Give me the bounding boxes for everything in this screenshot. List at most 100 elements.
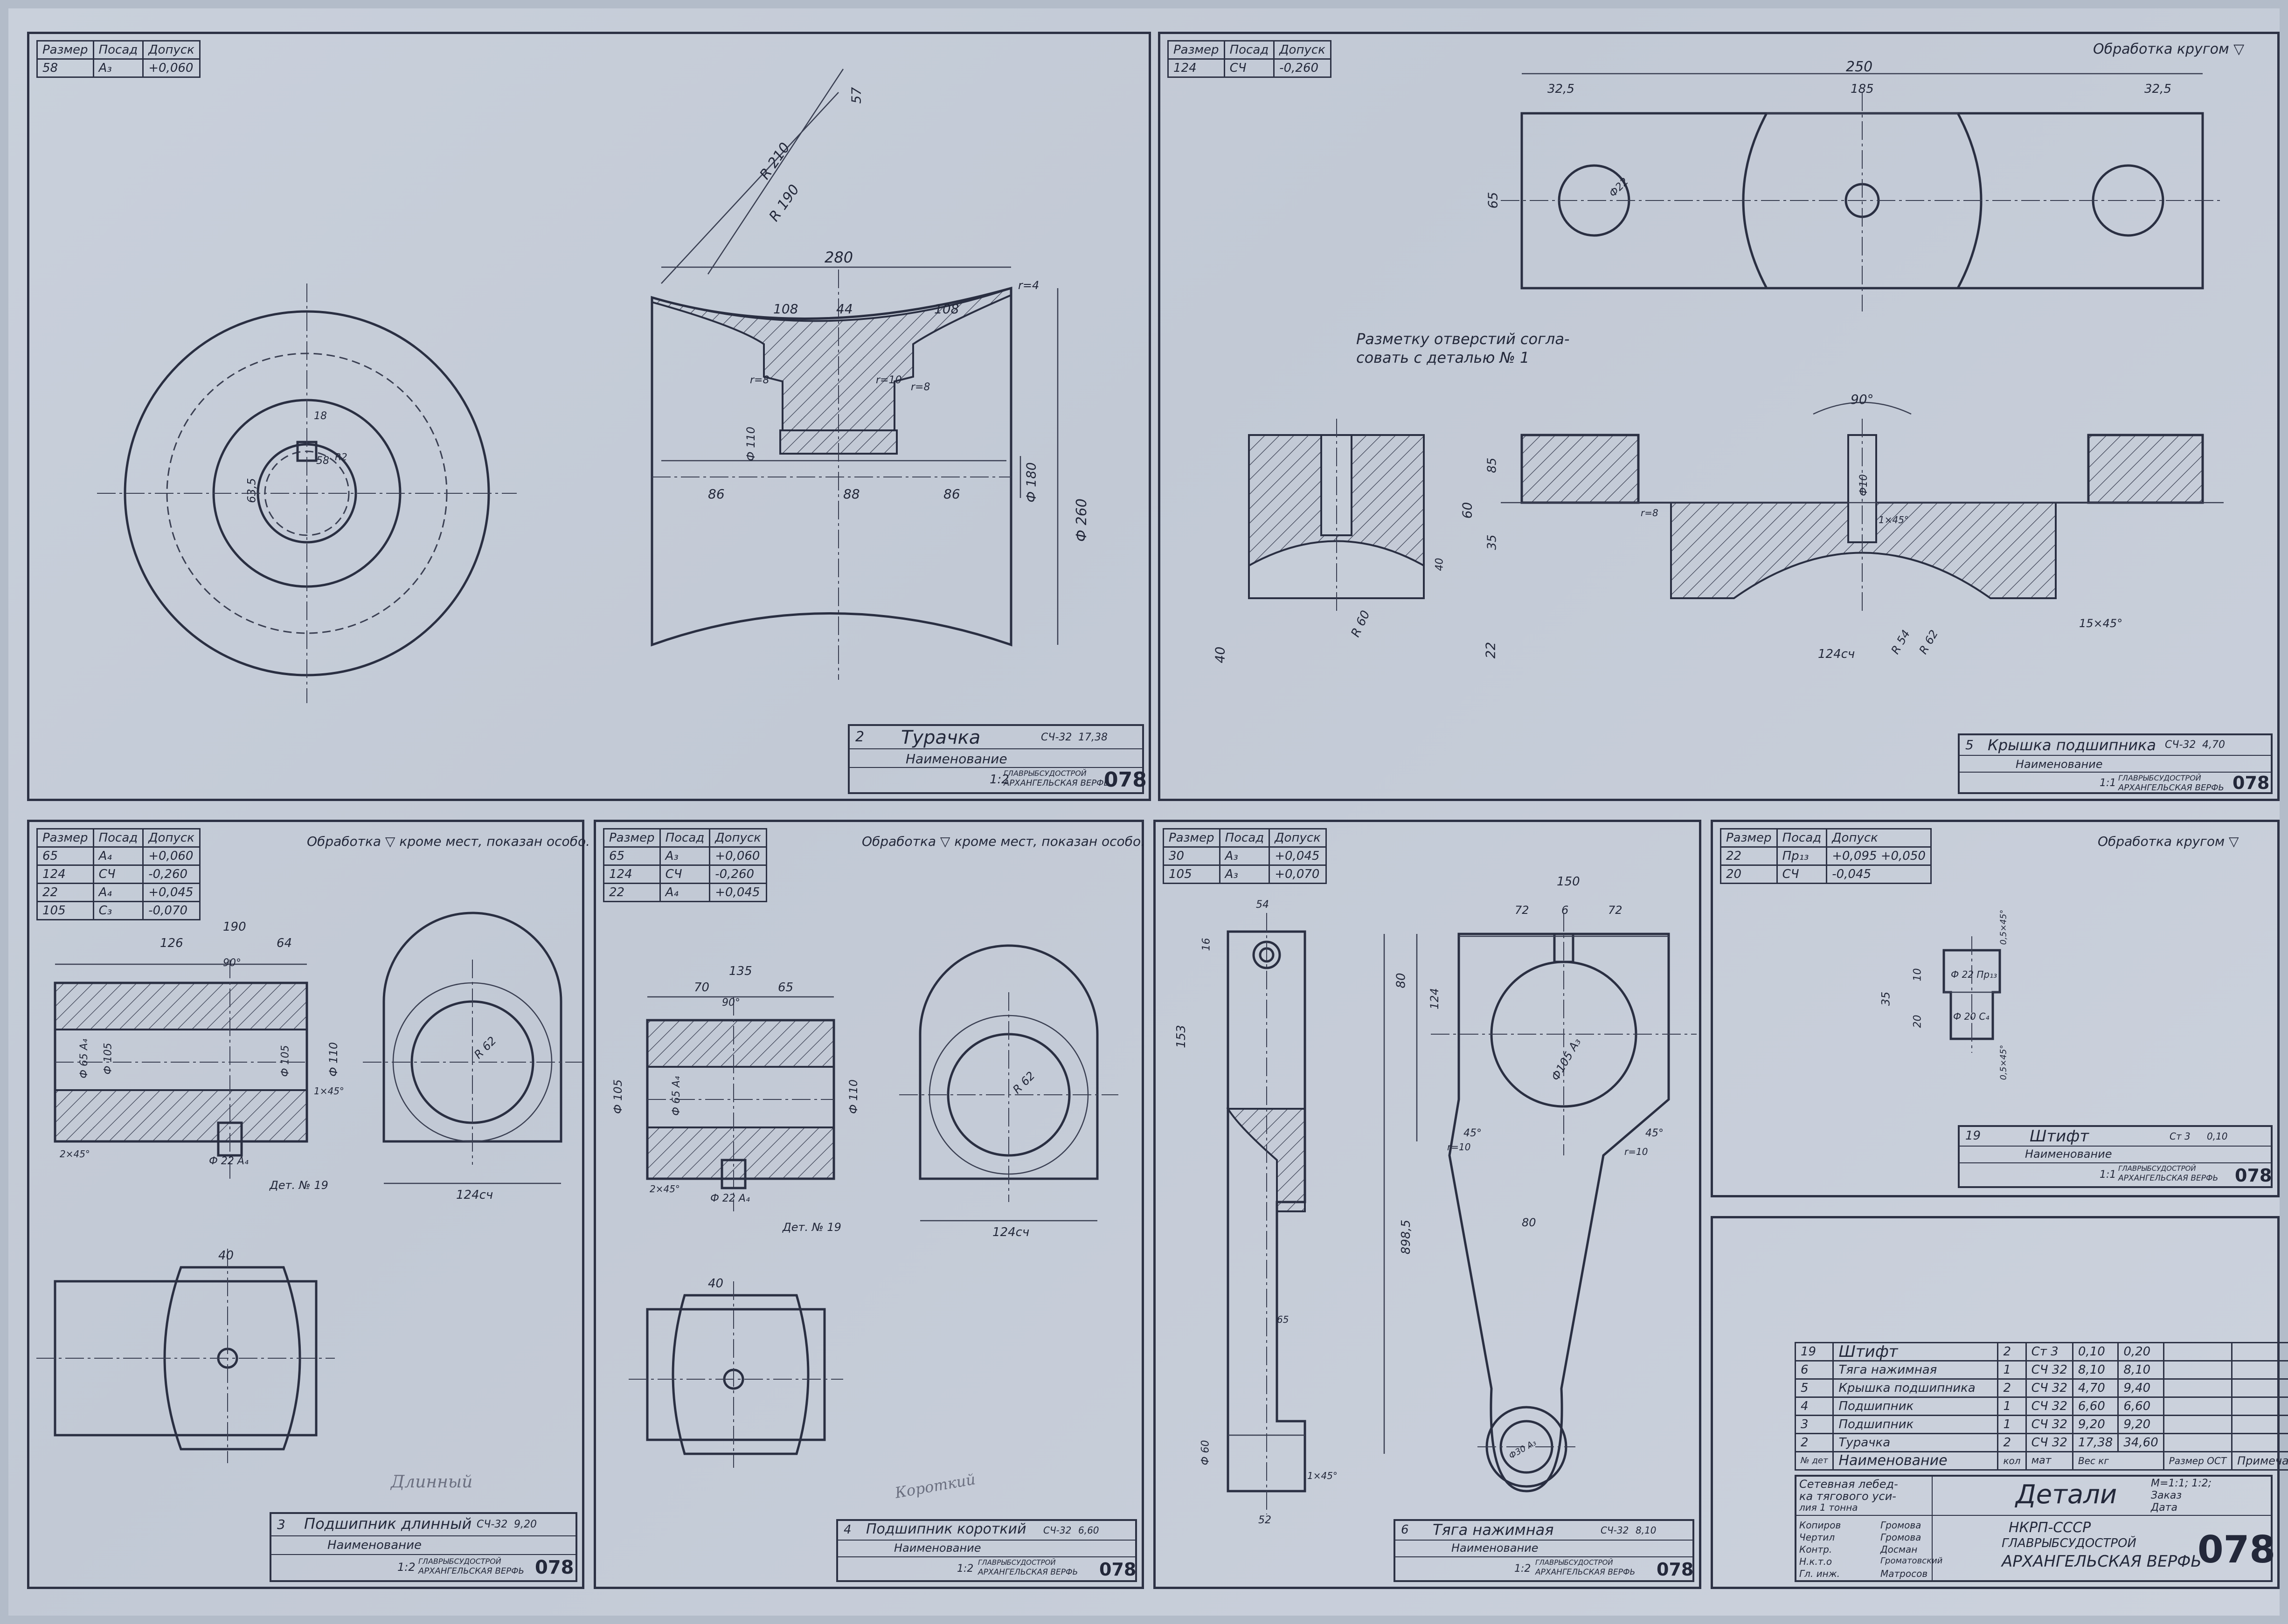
dimension-label: 64	[277, 936, 292, 950]
sheet-number: 078	[2235, 1165, 2272, 1186]
sheet-number: 078	[2198, 1528, 2275, 1571]
project-name: Сетевная лебед-	[1799, 1478, 1898, 1491]
part-material: СЧ-32	[1601, 1525, 1629, 1536]
finish-note: Обработка кругом ▽	[2093, 41, 2245, 57]
dimension-label: 57	[848, 87, 864, 104]
dimension-label: r=10	[1624, 1146, 1648, 1157]
dimension-label: Ф 22 А₄	[710, 1193, 750, 1204]
dimension-label: 250	[1846, 59, 1873, 75]
name-label: Наименование	[1451, 1541, 1539, 1555]
scale: 1:1	[2100, 1169, 2116, 1181]
part-number: 19	[1965, 1129, 1981, 1143]
panel-part-4	[594, 820, 1144, 1589]
dimension-label: 10	[1912, 968, 1924, 981]
part-material: СЧ-32	[2165, 739, 2196, 751]
name-label: Наименование	[2016, 758, 2103, 771]
dimension-label: 90°	[1851, 392, 1874, 407]
part-weight: 6,60	[1078, 1525, 1099, 1536]
dimension-label: 1×45°	[1307, 1470, 1338, 1481]
dimension-label: 108	[773, 301, 798, 317]
dimension-label: 72	[1515, 904, 1529, 917]
dimension-label: 124сч	[992, 1225, 1030, 1239]
sheet-number: 078	[1657, 1559, 1694, 1580]
sheet-number: 078	[1099, 1559, 1137, 1580]
part-6-side-view	[1226, 913, 1306, 1514]
part-material: СЧ-32	[1043, 1525, 1072, 1536]
detail-ref: Дет. № 19	[270, 1179, 328, 1192]
project-name: ка тягового уси-	[1799, 1490, 1896, 1503]
yard-name: АРХАНГЕЛЬСКАЯ ВЕРФЬ	[2118, 783, 2224, 793]
sheet-number: 078	[1104, 768, 1147, 792]
dimension-label: 40	[1212, 646, 1228, 663]
dimension-label: 0,5×45°	[1998, 1044, 2009, 1080]
panel-part-6	[1153, 820, 1701, 1589]
dimension-label: 60	[1459, 502, 1475, 519]
dimension-label: 40	[218, 1249, 234, 1263]
dimension-label: Ф 20 С₄	[1953, 1011, 1990, 1022]
scale: 1:2	[990, 773, 1009, 787]
part-title: Подшипник длинный	[304, 1515, 472, 1533]
scale: 1:2	[397, 1561, 416, 1574]
dimension-label: Ф 22 А₄	[209, 1155, 249, 1167]
drawing-canvas	[36, 69, 2224, 1514]
dimension-label: Ф 60	[1199, 1440, 1212, 1465]
panel-part-3	[27, 820, 584, 1589]
name-label: Наименование	[894, 1541, 981, 1555]
title-block-part-3: 3 Подшипник длинный СЧ-32 9,20 Наименова…	[270, 1512, 577, 1582]
dimension-label: 150	[1557, 875, 1580, 889]
part-3-end-view	[363, 912, 582, 1184]
dimension-label: 80	[1522, 1216, 1536, 1229]
dimension-label: 190	[223, 920, 246, 934]
part-title: Подшипник короткий	[866, 1521, 1026, 1537]
dimension-label: Ф 260	[1073, 498, 1090, 542]
office-name: ГЛАВРЫБСУДОСТРОЙ	[978, 1558, 1056, 1567]
part-title: Тяга нажимная	[1433, 1521, 1554, 1539]
dimension-label: 58	[316, 455, 329, 467]
main-title-block: Сетевная лебед- ка тягового уси- лия 1 т…	[1795, 1475, 2275, 1582]
dimension-label: r=4	[1018, 279, 1040, 292]
dimension-label: 153	[1174, 1025, 1188, 1048]
marking-note: Разметку отверстий согла-	[1356, 330, 1570, 348]
dimension-label: 124сч	[1818, 647, 1855, 661]
name-label: Наименование	[2025, 1147, 2112, 1161]
dimension-label: 45°	[1645, 1127, 1664, 1139]
panel-part-19	[1711, 820, 2280, 1197]
part-2-front-view	[97, 283, 517, 703]
date-label: Дата	[2151, 1502, 2177, 1513]
signature: Громова	[1880, 1520, 1921, 1531]
dimension-label: 280	[825, 249, 853, 266]
drawing-title: Детали	[2016, 1479, 2117, 1510]
signature: Матросов	[1880, 1568, 1928, 1579]
dimension-label: r=10	[876, 374, 902, 386]
yard-name: АРХАНГЕЛЬСКАЯ ВЕРФЬ	[2118, 1174, 2219, 1183]
title-block-part-6: 6 Тяга нажимная СЧ-32 8,10 Наименование …	[1394, 1519, 1694, 1582]
panel-part-5	[1158, 32, 2280, 801]
dimension-label: Ф 105	[102, 1043, 114, 1075]
dimension-label: 16	[1200, 938, 1213, 951]
dimension-label: 72	[1608, 904, 1622, 917]
handwritten-note: Длинный	[391, 1472, 473, 1492]
dimension-label: Ф 65 А₄	[670, 1076, 682, 1116]
dimension-label: 108	[934, 301, 959, 317]
dimension-label: 52	[1258, 1514, 1271, 1526]
dimension-label: R2	[335, 451, 347, 463]
dimension-label: 65	[1485, 192, 1501, 209]
part-number: 5	[1965, 737, 1974, 753]
part-number: 6	[1401, 1523, 1409, 1537]
part-title: Штифт	[2030, 1127, 2089, 1146]
